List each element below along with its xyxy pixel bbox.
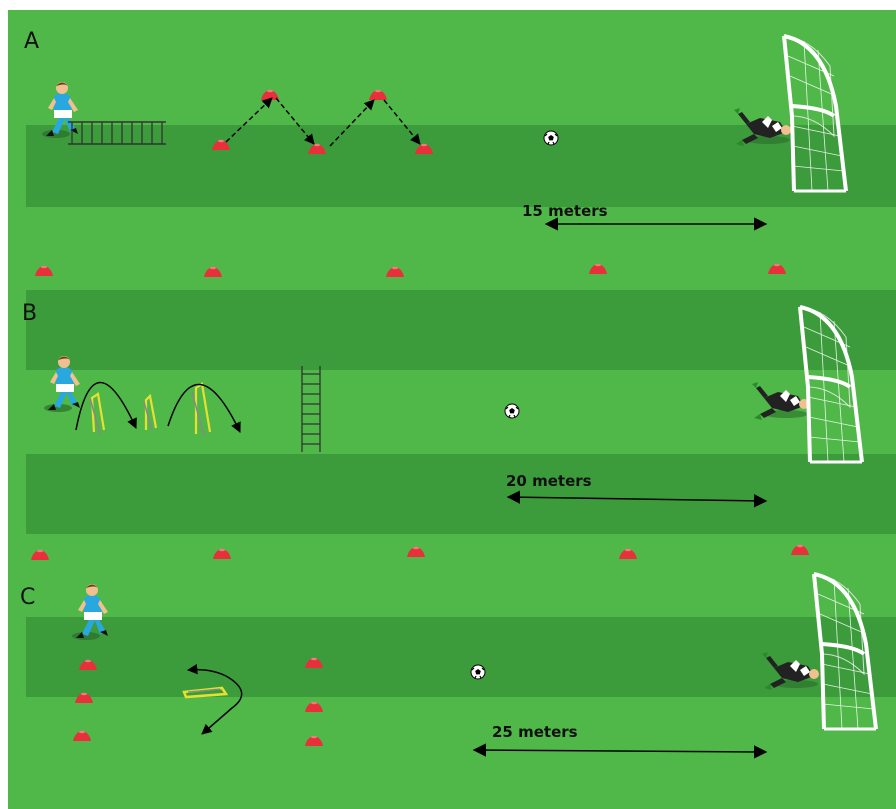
stripe-b2 bbox=[26, 454, 896, 534]
agility-ladder-icon bbox=[67, 121, 167, 145]
drill-label-b: B bbox=[22, 301, 37, 326]
ball-icon bbox=[504, 403, 520, 419]
distance-arrow-icon bbox=[472, 743, 768, 759]
movement-arrow-icon bbox=[186, 663, 243, 735]
agility-ladder-icon bbox=[301, 366, 321, 452]
drill-label-a: A bbox=[24, 29, 39, 54]
hurdle-icon bbox=[90, 382, 212, 434]
agility-ring-icon bbox=[182, 686, 229, 699]
distance-label-a: 15 meters bbox=[522, 202, 608, 220]
movement-arrow-icon bbox=[225, 97, 421, 147]
stripe-b1 bbox=[26, 290, 896, 370]
distance-label-b: 20 meters bbox=[506, 472, 592, 490]
movement-arrow-icon bbox=[75, 381, 241, 433]
ball-icon bbox=[470, 664, 486, 680]
ball-icon bbox=[543, 130, 559, 146]
stripe-c bbox=[26, 617, 896, 697]
distance-label-c: 25 meters bbox=[492, 723, 578, 741]
distance-arrow-icon bbox=[506, 490, 768, 508]
drill-label-c: C bbox=[20, 585, 35, 610]
hurdle-icon bbox=[89, 391, 205, 437]
